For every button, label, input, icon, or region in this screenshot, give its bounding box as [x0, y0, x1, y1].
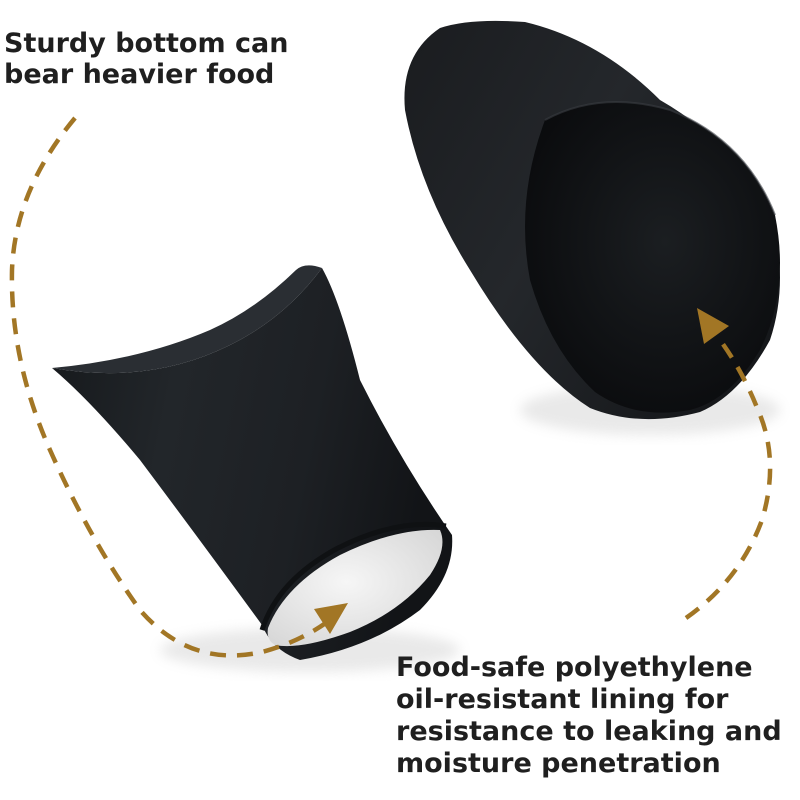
right-dashed-arrow	[684, 308, 773, 620]
left-cup-bottom-paper	[267, 529, 443, 647]
caption-lining-line-3: resistance to leaking and	[396, 715, 782, 747]
caption-lining: Food-safe polyethylene oil-resistant lin…	[396, 652, 782, 779]
caption-lining-line-4: moisture penetration	[396, 747, 721, 779]
right-cup-rim-highlight	[544, 101, 776, 216]
left-arrow-path	[9, 116, 332, 658]
caption-lining-line-1: Food-safe polyethylene	[396, 652, 753, 683]
caption-sturdy-bottom-line-1: Sturdy bottom can	[4, 28, 289, 59]
caption-sturdy-bottom-line-2: bear heavier food	[4, 59, 275, 91]
left-arrowhead	[314, 603, 348, 634]
left-cup	[52, 265, 460, 672]
right-arrow-path	[684, 338, 773, 620]
left-cup-top-fold	[52, 265, 322, 374]
caption-lining-line-2: oil-resistant lining for	[396, 683, 729, 715]
left-dashed-arrow	[9, 116, 348, 658]
caption-sturdy-bottom: Sturdy bottom can bear heavier food	[4, 28, 288, 91]
right-arrowhead	[697, 308, 729, 344]
right-cup	[404, 20, 780, 435]
left-cup-bottom-rim	[259, 521, 447, 631]
